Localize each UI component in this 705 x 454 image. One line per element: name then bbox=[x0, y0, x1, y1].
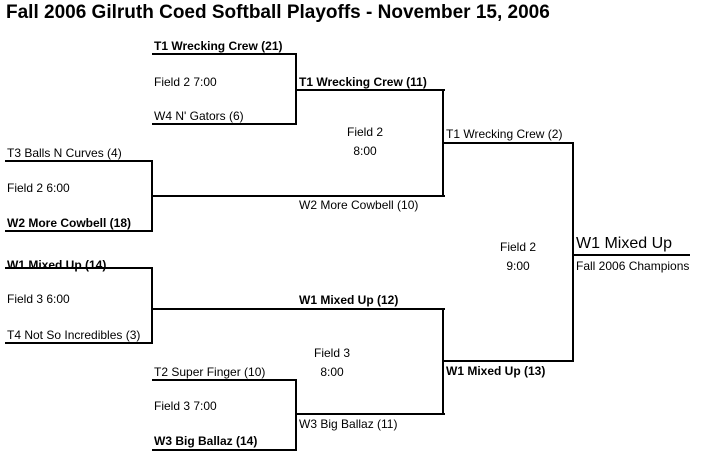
bracket-line bbox=[151, 195, 445, 197]
bracket-line bbox=[442, 308, 444, 415]
r1-g2-top-team: T3 Balls N Curves (4) bbox=[7, 146, 122, 160]
bracket-line bbox=[442, 142, 574, 144]
semi1-time: 8:00 bbox=[353, 144, 377, 158]
r1-g2-info: Field 2 6:00 bbox=[7, 181, 70, 195]
bracket-line bbox=[151, 267, 153, 344]
semi2-time: 8:00 bbox=[320, 365, 344, 379]
bracket-line bbox=[295, 89, 445, 91]
bracket-line bbox=[5, 267, 153, 269]
r1-g4-info: Field 3 7:00 bbox=[154, 399, 217, 413]
final-top-team: T1 Wrecking Crew (2) bbox=[446, 127, 563, 141]
bracket-line bbox=[152, 449, 297, 451]
r1-g3-info: Field 3 6:00 bbox=[7, 292, 70, 306]
final-time: 9:00 bbox=[506, 259, 530, 273]
bracket-line bbox=[5, 230, 153, 232]
semi1-field: Field 2 bbox=[346, 125, 384, 139]
semi2-top-team: W1 Mixed Up (12) bbox=[299, 293, 399, 307]
r1-g1-info: Field 2 7:00 bbox=[154, 75, 217, 89]
final-bottom-team: W1 Mixed Up (13) bbox=[446, 364, 546, 378]
semi2-bottom-team: W3 Big Ballaz (11) bbox=[299, 417, 398, 431]
r1-g3-bottom-team: T4 Not So Incredibles (3) bbox=[7, 328, 141, 342]
bracket-line bbox=[572, 142, 574, 362]
bracket-line bbox=[151, 308, 445, 310]
r1-g4-bottom-team: W3 Big Ballaz (14) bbox=[154, 434, 258, 448]
semi1-top-team: T1 Wrecking Crew (11) bbox=[299, 75, 427, 89]
bracket-line bbox=[152, 53, 297, 55]
r1-g2-bottom-team: W2 More Cowbell (18) bbox=[7, 216, 132, 230]
r1-g1-top-team: T1 Wrecking Crew (21) bbox=[154, 39, 283, 53]
page-title: Fall 2006 Gilruth Coed Softball Playoffs… bbox=[6, 2, 550, 23]
r1-g1-bottom-team: W4 N' Gators (6) bbox=[154, 109, 244, 123]
bracket-line bbox=[152, 379, 297, 381]
semi1-bottom-team: W2 More Cowbell (10) bbox=[299, 198, 419, 212]
bracket-line bbox=[5, 342, 153, 344]
final-field: Field 2 bbox=[499, 240, 537, 254]
champion-caption: Fall 2006 Champions bbox=[576, 259, 690, 273]
semi2-field: Field 3 bbox=[313, 346, 351, 360]
bracket-line bbox=[572, 254, 690, 256]
bracket-line bbox=[295, 413, 445, 415]
bracket-line bbox=[152, 123, 297, 125]
bracket-line bbox=[442, 360, 574, 362]
r1-g3-top-team: W1 Mixed Up (14) bbox=[7, 258, 107, 272]
champion-name: W1 Mixed Up bbox=[576, 235, 673, 252]
r1-g4-top-team: T2 Super Finger (10) bbox=[154, 365, 266, 379]
bracket-line bbox=[295, 379, 297, 451]
bracket-line bbox=[5, 160, 153, 162]
